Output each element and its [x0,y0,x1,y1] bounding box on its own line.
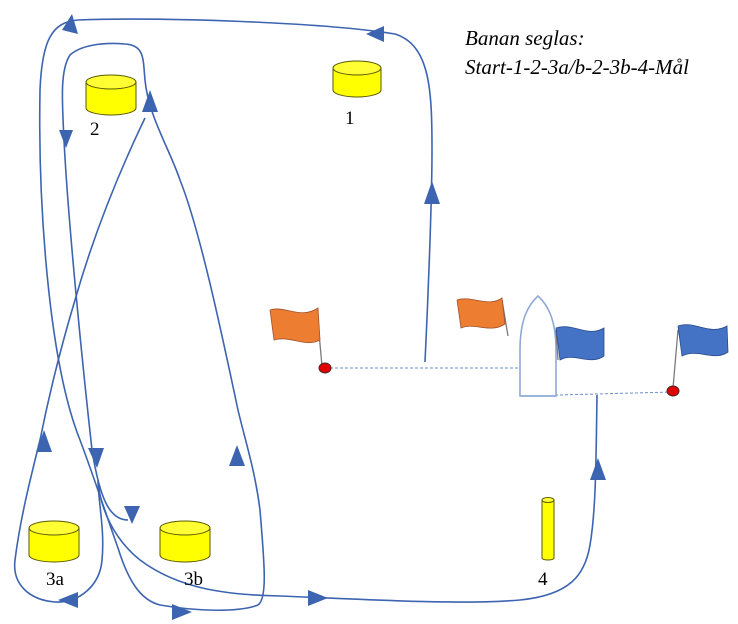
arrow-up-left-leg [36,430,52,452]
mark-3b-buoy [159,520,211,563]
mark-1-label: 1 [345,108,355,129]
leg-3a-loop-and-3b [13,117,598,603]
arrow-up-start-leg [424,181,440,204]
leg-start-to-1-and-2 [38,18,433,612]
mark-3a-label: 3a [46,569,65,590]
mark-3a-buoy [28,520,80,563]
arrow-down-inner-left [59,130,73,148]
arrow-up-mark2-return [142,90,158,112]
mark-4-label: 4 [538,569,548,590]
arrow-right-to-4 [308,590,328,606]
mark-4-pole [541,497,555,561]
arrow-down-mid-leg [88,448,104,468]
mark-2-label: 2 [90,119,100,140]
finish-pin-buoy [666,385,680,397]
start-flag-boat [456,297,509,337]
start-flag-pin [269,307,332,374]
arrow-up-right-leg [229,445,245,466]
arrow-left-top-left [62,14,78,34]
mark-3b-label: 3b [184,569,203,590]
arrow-down-to-3b [124,506,140,524]
arrow-left-top-right [366,26,384,42]
arrow-up-finish-leg [590,458,606,480]
course-note-sequence: Start-1-2-3a/b-2-3b-4-Mål [465,55,689,79]
mark-2-buoy [85,74,137,116]
finish-flag-pin [666,324,729,397]
arrow-left-3a-loop [58,592,78,608]
start-pin-buoy [318,362,332,374]
committee-boat [519,294,557,397]
mark-1-buoy [332,60,382,98]
finish-flag-boat [555,326,605,361]
arrow-right-bottom [172,604,192,620]
course-arrows [36,14,606,620]
course-note-title: Banan seglas: [465,26,585,50]
